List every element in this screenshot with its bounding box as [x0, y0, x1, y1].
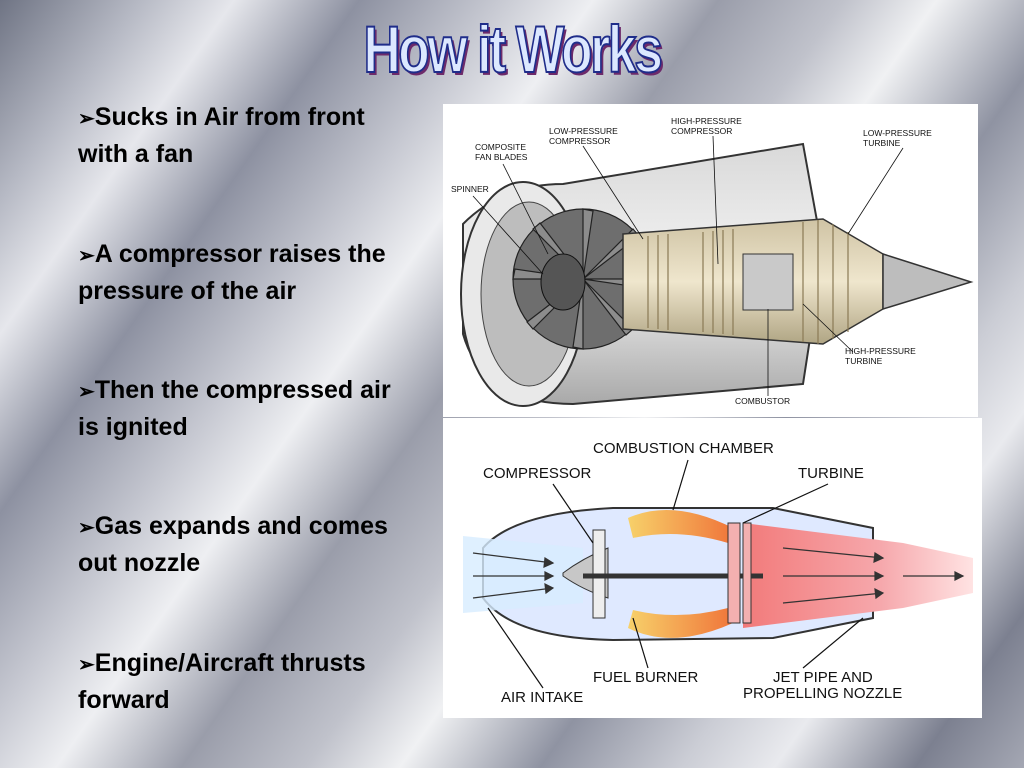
bullet-text: Then the compressed air is ignited: [78, 376, 391, 441]
bullet-item: ➢Then the compressed air is ignited: [78, 373, 418, 445]
slide-title: How it Works: [363, 11, 664, 87]
turbine-stage: [727, 522, 741, 624]
label-fuel-burner: FUEL BURNER: [593, 669, 698, 686]
combustion-flame-bottom: [628, 608, 733, 638]
label-combustor: COMBUSTOR: [735, 396, 790, 406]
arrow-bullet-icon: ➢: [78, 517, 95, 539]
bullet-text: Sucks in Air from front with a fan: [78, 103, 365, 168]
bullet-text: Engine/Aircraft thrusts forward: [78, 649, 366, 714]
arrow-bullet-icon: ➢: [78, 381, 95, 403]
bullet-text: Gas expands and comes out nozzle: [78, 512, 388, 577]
label-spinner: SPINNER: [451, 184, 489, 194]
arrow-bullet-icon: ➢: [78, 245, 95, 267]
label-compressor: COMPRESSOR: [483, 465, 592, 482]
arrow-bullet-icon: ➢: [78, 108, 95, 130]
turbojet-illustration: COMBUSTION CHAMBER COMPRESSOR TURBINE FU…: [463, 440, 973, 706]
bullet-item: ➢Sucks in Air from front with a fan: [78, 100, 418, 172]
turbojet-schematic-diagram: COMBUSTION CHAMBER COMPRESSOR TURBINE FU…: [443, 418, 982, 718]
exhaust-cone: [882, 252, 974, 311]
label-air-intake: AIR INTAKE: [501, 689, 583, 706]
label-propelling-nozzle: PROPELLING NOZZLE: [743, 685, 902, 702]
label-leader-lines: [487, 459, 864, 689]
airflow-arrows: [472, 547, 965, 604]
bullet-item: ➢A compressor raises the pressure of the…: [78, 237, 418, 309]
label-turbine: TURBINE: [798, 465, 864, 482]
spinner-cone: [540, 253, 586, 311]
combustion-flame-top: [628, 510, 733, 543]
label-jet-pipe: JET PIPE AND: [773, 669, 873, 686]
bullet-item: ➢Engine/Aircraft thrusts forward: [78, 646, 418, 718]
label-combustion-chamber: COMBUSTION CHAMBER: [593, 440, 774, 457]
arrow-bullet-icon: ➢: [78, 654, 95, 676]
bullet-text: A compressor raises the pressure of the …: [78, 240, 386, 305]
bullet-item: ➢Gas expands and comes out nozzle: [78, 509, 418, 581]
